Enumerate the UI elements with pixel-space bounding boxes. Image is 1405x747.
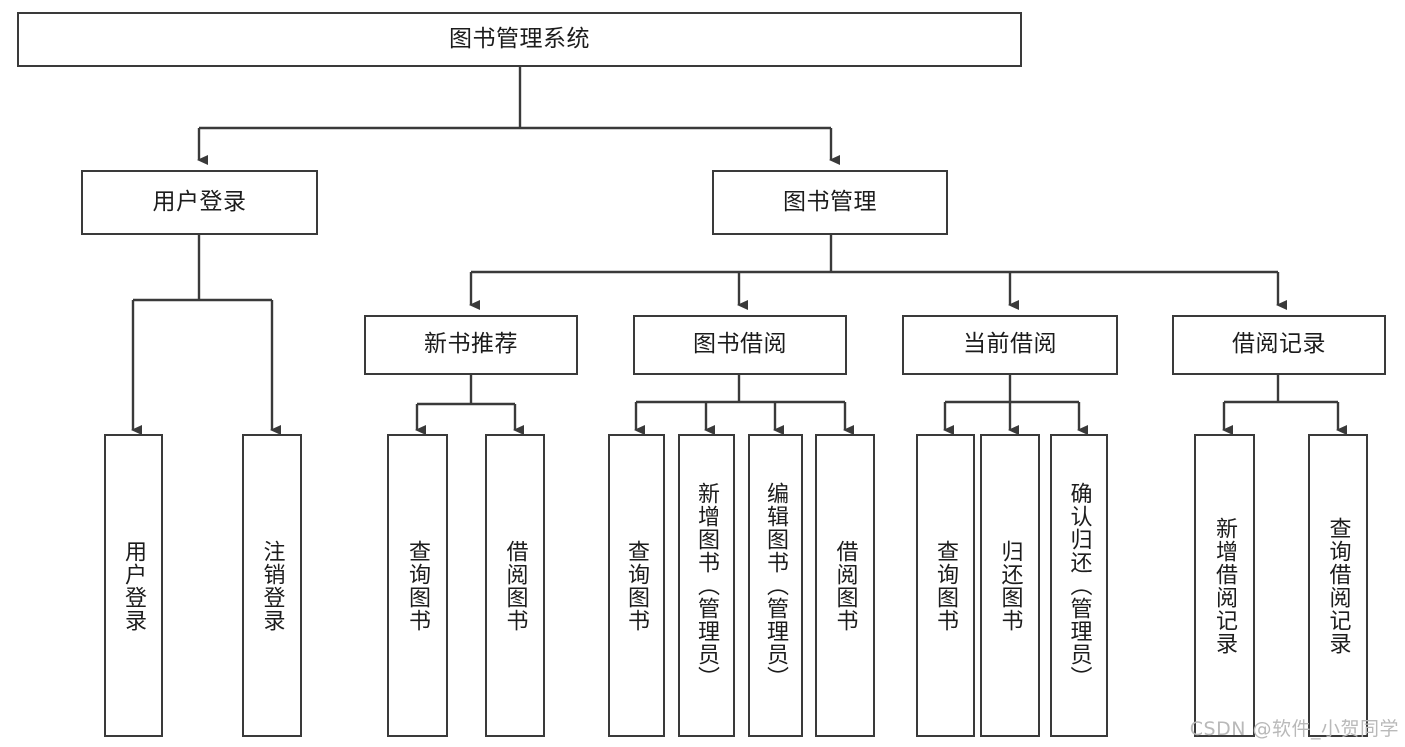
node-label: 图书借阅 xyxy=(693,331,787,358)
node-label: 归还图书 xyxy=(997,539,1023,632)
node-label: 查询借阅记录 xyxy=(1325,516,1351,655)
node-leaf-query-record[interactable]: 查询借阅记录 xyxy=(1308,434,1368,737)
node-leaf-borrow-book-2[interactable]: 借阅图书 xyxy=(815,434,875,737)
node-book-manage[interactable]: 图书管理 xyxy=(712,170,948,235)
node-current-borrow[interactable]: 当前借阅 xyxy=(902,315,1118,375)
node-root-book-management-system[interactable]: 图书管理系统 xyxy=(17,12,1022,67)
node-label: 查询图书 xyxy=(933,539,959,632)
node-label: 图书管理系统 xyxy=(449,25,590,52)
node-label: 用户登录 xyxy=(152,188,247,215)
node-label: 图书管理 xyxy=(783,188,877,215)
node-leaf-user-login[interactable]: 用户登录 xyxy=(104,434,163,737)
watermark-text: CSDN @软件_小贺同学 xyxy=(1189,718,1399,740)
node-label: 当前借阅 xyxy=(963,331,1057,358)
node-leaf-query-book-2[interactable]: 查询图书 xyxy=(608,434,665,737)
node-label: 新增图书（管理员） xyxy=(694,482,720,689)
node-leaf-edit-book[interactable]: 编辑图书（管理员） xyxy=(748,434,803,737)
node-new-book-recommend[interactable]: 新书推荐 xyxy=(364,315,578,375)
node-label: 查询图书 xyxy=(624,539,650,632)
node-leaf-confirm-return[interactable]: 确认归还（管理员） xyxy=(1050,434,1108,737)
node-leaf-query-book-3[interactable]: 查询图书 xyxy=(916,434,975,737)
node-label: 确认归还（管理员） xyxy=(1066,482,1092,689)
node-label: 借阅图书 xyxy=(832,539,858,632)
node-leaf-add-book[interactable]: 新增图书（管理员） xyxy=(678,434,735,737)
node-leaf-add-record[interactable]: 新增借阅记录 xyxy=(1194,434,1255,737)
node-label: 借阅记录 xyxy=(1232,331,1326,358)
node-user-login[interactable]: 用户登录 xyxy=(81,170,318,235)
node-label: 借阅图书 xyxy=(502,539,528,632)
node-label: 新书推荐 xyxy=(424,331,518,358)
node-book-borrow[interactable]: 图书借阅 xyxy=(633,315,847,375)
node-leaf-borrow-book-1[interactable]: 借阅图书 xyxy=(485,434,545,737)
node-label: 查询图书 xyxy=(405,539,431,632)
node-leaf-user-logout[interactable]: 注销登录 xyxy=(242,434,302,737)
node-leaf-return-book[interactable]: 归还图书 xyxy=(980,434,1040,737)
node-label: 新增借阅记录 xyxy=(1212,516,1238,655)
node-borrow-record[interactable]: 借阅记录 xyxy=(1172,315,1386,375)
node-label: 用户登录 xyxy=(121,539,147,632)
node-leaf-query-book-1[interactable]: 查询图书 xyxy=(387,434,448,737)
node-label: 编辑图书（管理员） xyxy=(763,482,789,689)
node-label: 注销登录 xyxy=(259,539,285,632)
